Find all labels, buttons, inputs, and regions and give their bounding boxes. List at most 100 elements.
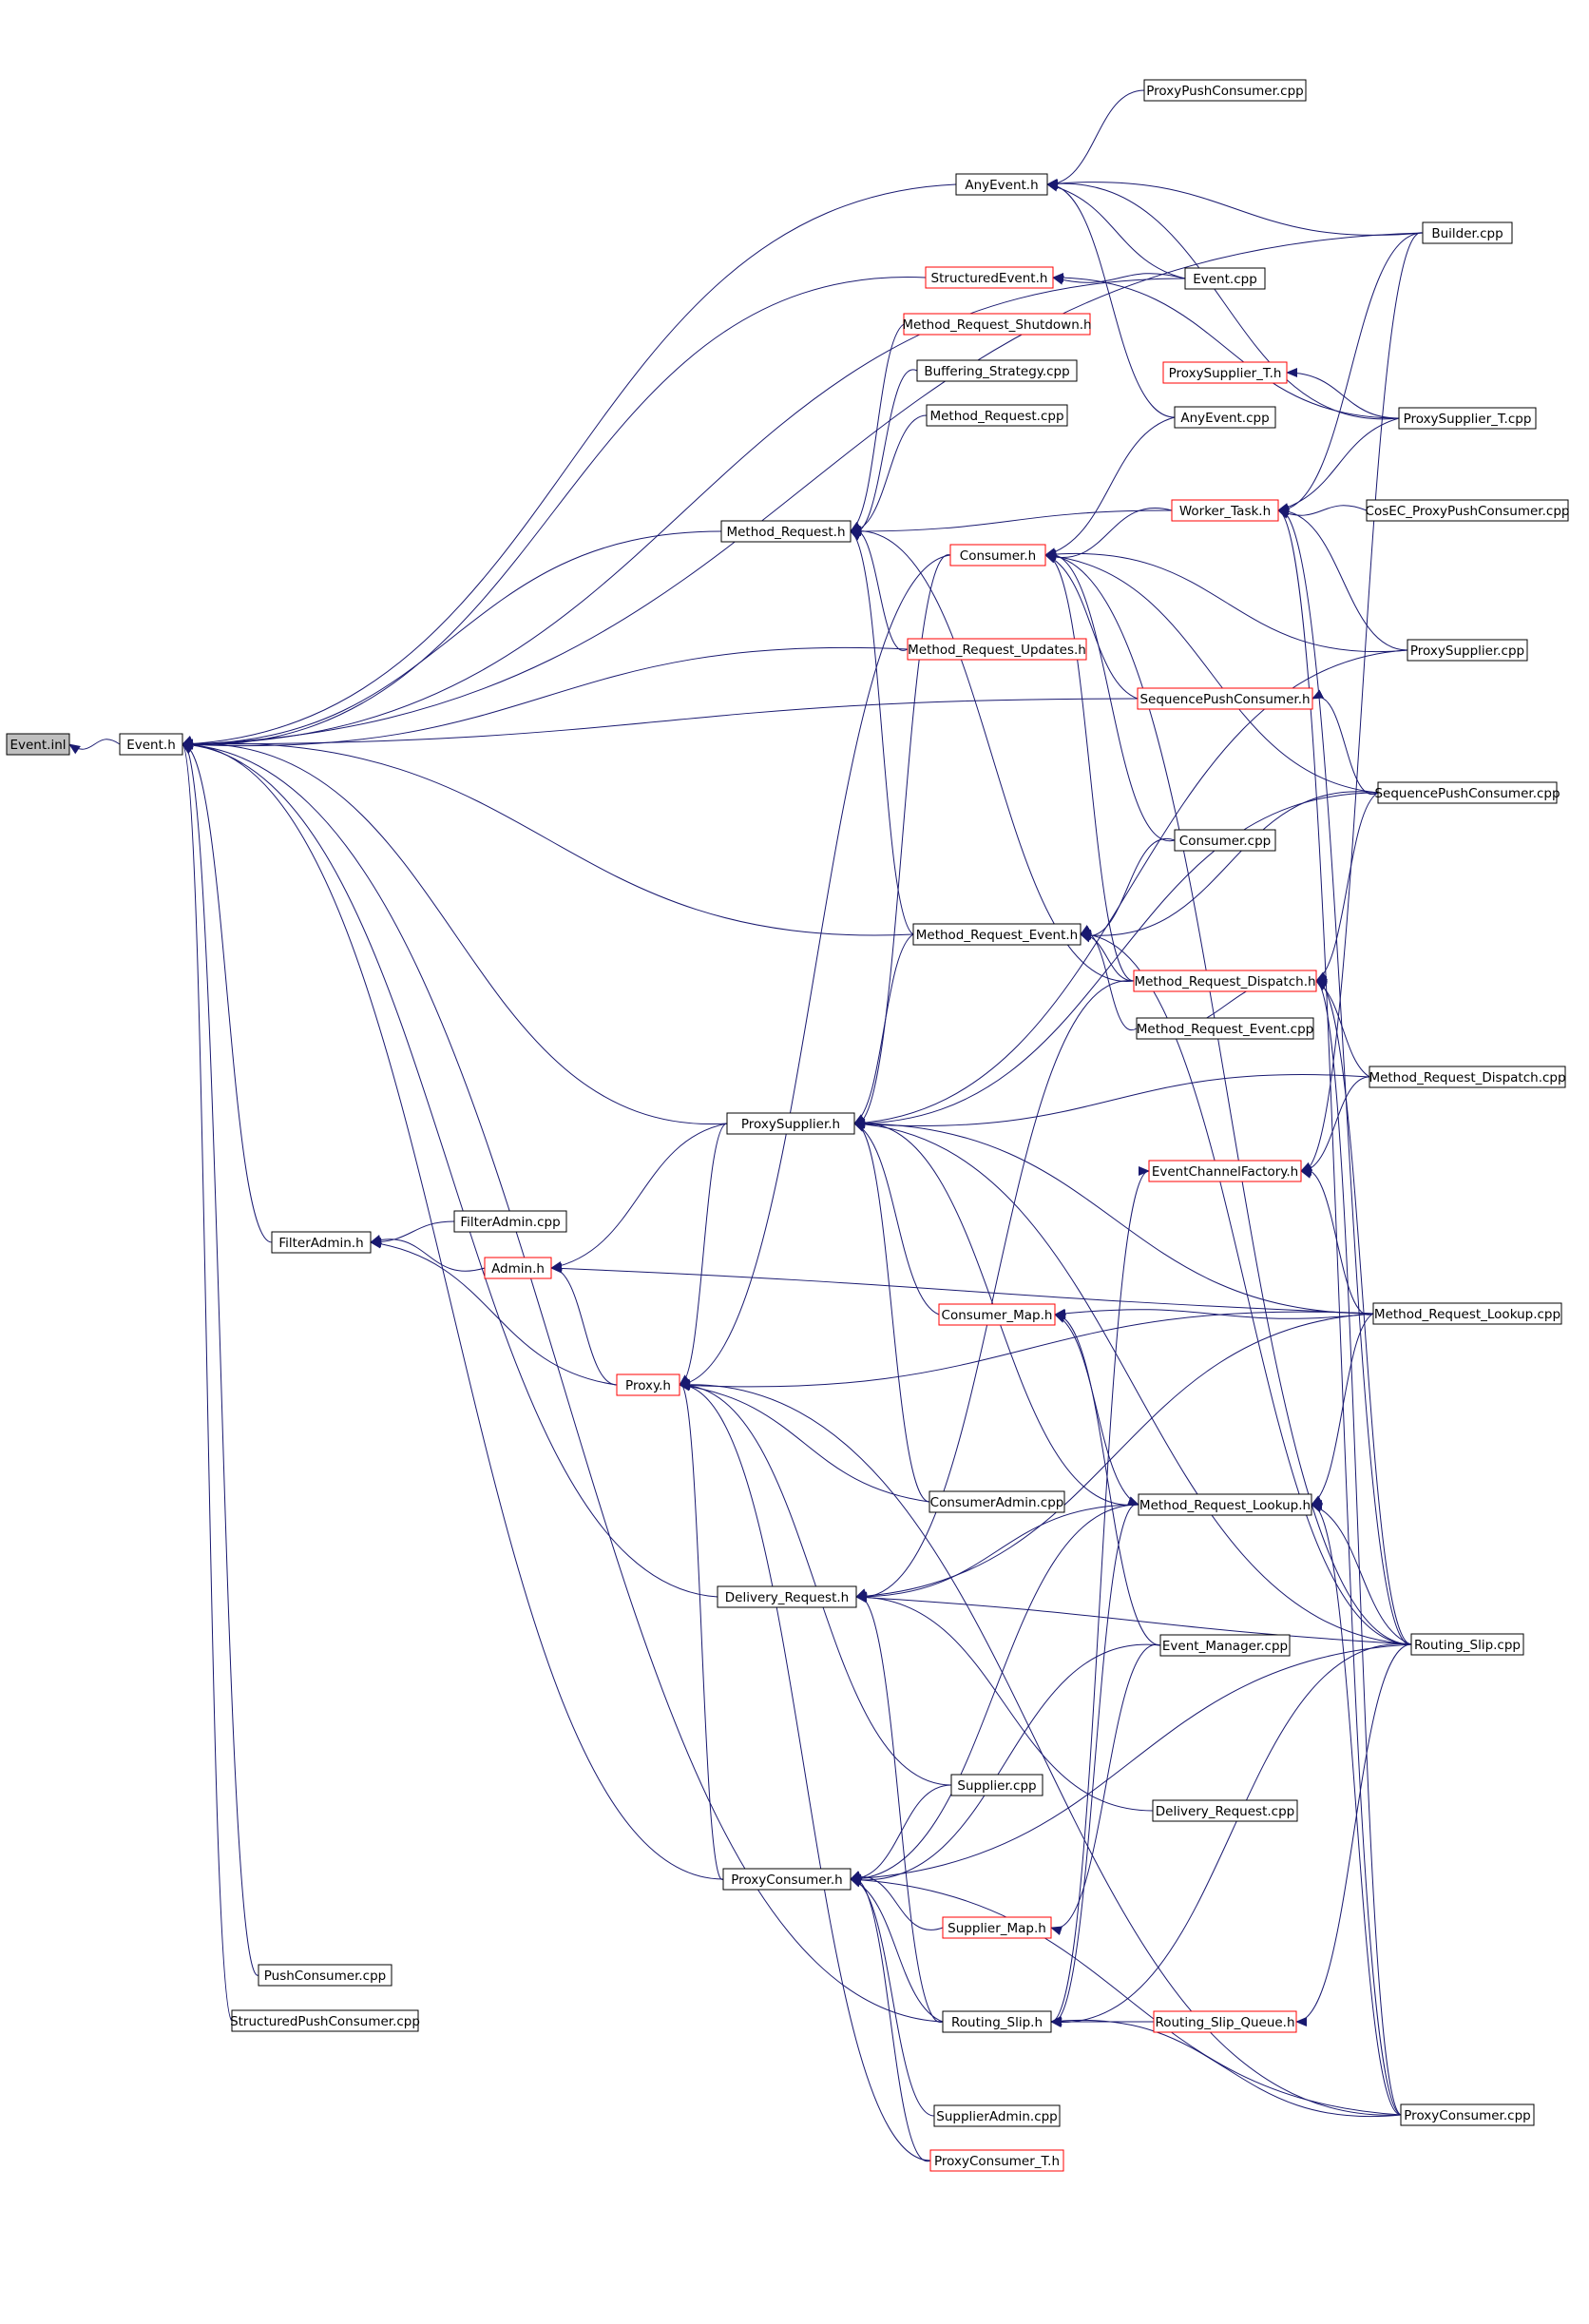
node-label: Delivery_Request.cpp (1156, 1804, 1294, 1819)
edge-proxysupplier_h-to-event_h (182, 739, 728, 1124)
edge-consumer_h-to-proxy_h (679, 554, 951, 1389)
node-method-request-updates-h[interactable]: Method_Request_Updates.h (907, 638, 1087, 661)
node-box (720, 520, 852, 543)
node-worker-task-h[interactable]: Worker_Task.h (1171, 499, 1279, 522)
node-box (453, 1210, 567, 1233)
node-label: ProxySupplier_T.cpp (1404, 412, 1532, 427)
node-supplier-cpp[interactable]: Supplier.cpp (950, 1774, 1043, 1796)
edge-method_request_dispatch_h-to-consumer_h (1044, 550, 1135, 982)
node-eventchannelfactory-h[interactable]: EventChannelFactory.h (1148, 1160, 1302, 1182)
node-method-request-event-cpp[interactable]: Method_Request_Event.cpp (1136, 1017, 1314, 1040)
node-label: Method_Request_Event.h (916, 928, 1079, 943)
node-method-request-event-h[interactable]: Method_Request_Event.h (912, 923, 1082, 946)
edge-filteradmin_h-to-event_h (182, 739, 273, 1243)
edge-structuredpushconsumer_cpp-to-event_h (182, 743, 233, 2022)
node-method-request-dispatch-h[interactable]: Method_Request_Dispatch.h (1133, 970, 1317, 992)
node-filteradmin-cpp[interactable]: FilterAdmin.cpp (453, 1210, 567, 1233)
node-consumeradmin-cpp[interactable]: ConsumerAdmin.cpp (929, 1490, 1065, 1513)
node-box (1162, 361, 1288, 384)
node-label: Consumer.cpp (1179, 834, 1271, 849)
node-label: PushConsumer.cpp (264, 1969, 387, 1984)
node-structuredpushconsumer-cpp[interactable]: StructuredPushConsumer.cpp (230, 2009, 420, 2032)
node-proxyconsumer-cpp[interactable]: ProxyConsumer.cpp (1400, 2103, 1535, 2126)
node-label: Supplier.cpp (957, 1778, 1036, 1794)
node-label: Event_Manager.cpp (1162, 1639, 1288, 1654)
node-proxyconsumer-h[interactable]: ProxyConsumer.h (722, 1868, 852, 1891)
node-method-request-dispatch-cpp[interactable]: Method_Request_Dispatch.cpp (1369, 1066, 1566, 1088)
node-builder-cpp[interactable]: Builder.cpp (1422, 221, 1513, 244)
node-box (1137, 687, 1313, 710)
node-cosec-proxypushconsumer-cpp[interactable]: CosEC_ProxyPushConsumer.cpp (1366, 499, 1570, 522)
node-event-manager-cpp[interactable]: Event_Manager.cpp (1159, 1634, 1291, 1657)
node-label: ProxySupplier.h (741, 1117, 840, 1132)
edge-method_request_dispatch_cpp-to-proxysupplier_h (853, 1074, 1370, 1129)
node-routing-slip-cpp[interactable]: Routing_Slip.cpp (1410, 1633, 1524, 1656)
nodes-layer: Event.inl Event.hFilterAdmin.hPushConsume… (6, 79, 1570, 2172)
edge-proxysupplier_h-to-proxy_h (679, 1123, 728, 1390)
node-box (1184, 267, 1266, 290)
node-consumer-cpp[interactable]: Consumer.cpp (1174, 829, 1276, 852)
node-buffering-strategy-cpp[interactable]: Buffering_Strategy.cpp (916, 359, 1078, 382)
node-proxysupplier-h[interactable]: ProxySupplier.h (726, 1112, 855, 1135)
edge-sequencepushconsumer_cpp-to-method_request_dispatch_h (1315, 792, 1379, 982)
node-label: ProxyConsumer.cpp (1404, 2108, 1530, 2123)
node-proxysupplier-t-h[interactable]: ProxySupplier_T.h (1162, 361, 1288, 384)
node-delivery-request-h[interactable]: Delivery_Request.h (717, 1585, 857, 1608)
node-label: FilterAdmin.h (278, 1236, 363, 1251)
node-box (119, 733, 183, 756)
node-routing-slip-queue-h[interactable]: Routing_Slip_Queue.h (1153, 2010, 1297, 2033)
node-proxy-h[interactable]: Proxy.h (616, 1373, 680, 1396)
edge-method_request_dispatch_h-to-delivery_request_h (855, 980, 1135, 1604)
node-label: Method_Request_Updates.h (908, 643, 1086, 658)
node-box (1369, 1066, 1566, 1088)
node-proxysupplier-cpp[interactable]: ProxySupplier.cpp (1407, 639, 1528, 662)
edge-routing_slip_cpp-to-delivery_request_h (855, 1592, 1412, 1645)
edge-pushconsumer_cpp-to-event_h (182, 736, 259, 1976)
node-supplier-map-h[interactable]: Supplier_Map.h (942, 1916, 1052, 1939)
node-box (949, 544, 1046, 567)
node-method-request-lookup-cpp[interactable]: Method_Request_Lookup.cpp (1372, 1302, 1562, 1325)
node-proxyconsumer-t-h[interactable]: ProxyConsumer_T.h (929, 2149, 1064, 2172)
node-box (1148, 1160, 1302, 1182)
node-filteradmin-h[interactable]: FilterAdmin.h (271, 1231, 372, 1254)
node-event-cpp[interactable]: Event.cpp (1184, 267, 1266, 290)
edge-consumeradmin_cpp-to-proxysupplier_h (853, 1119, 930, 1503)
node-event-inl[interactable]: Event.inl (6, 733, 70, 756)
node-anyevent-h[interactable]: AnyEvent.h (955, 173, 1048, 196)
node-routing-slip-h[interactable]: Routing_Slip.h (942, 2010, 1052, 2033)
edge-routing_slip_cpp-to-method_request_lookup_h (1311, 1503, 1412, 1645)
edge-supplier_cpp-to-proxyconsumer_h (850, 1784, 952, 1884)
node-supplieradmin-cpp[interactable]: SupplierAdmin.cpp (933, 2104, 1061, 2127)
edge-proxy_h-to-filteradmin_h (370, 1239, 618, 1386)
node-event-h[interactable]: Event.h (119, 733, 183, 756)
node-admin-h[interactable]: Admin.h (484, 1257, 552, 1279)
edge-routing_slip_h-to-event_h (182, 739, 944, 2023)
node-box (938, 1303, 1056, 1326)
edge-routing_slip_cpp-to-proxyconsumer_h (850, 1643, 1412, 1884)
edge-consumer_cpp-to-method_request_event_h (1080, 837, 1176, 943)
edge-routing_slip_cpp-to-proxysupplier_h (853, 1119, 1412, 1645)
node-method-request-shutdown-h[interactable]: Method_Request_Shutdown.h (902, 313, 1092, 336)
node-structuredevent-h[interactable]: StructuredEvent.h (925, 266, 1054, 289)
node-consumer-h[interactable]: Consumer.h (949, 544, 1046, 567)
node-anyevent-cpp[interactable]: AnyEvent.cpp (1174, 406, 1276, 429)
node-label: Routing_Slip.h (951, 2015, 1043, 2030)
node-method-request-cpp[interactable]: Method_Request.cpp (926, 404, 1068, 427)
edge-routing_slip_h-to-method_request_lookup_h (1050, 1496, 1139, 2023)
node-sequencepushconsumer-h[interactable]: SequencePushConsumer.h (1137, 687, 1313, 710)
node-sequencepushconsumer-cpp[interactable]: SequencePushConsumer.cpp (1374, 781, 1560, 804)
node-proxypushconsumer-cpp[interactable]: ProxyPushConsumer.cpp (1143, 79, 1307, 102)
node-pushconsumer-cpp[interactable]: PushConsumer.cpp (258, 1964, 392, 1987)
edge-consumeradmin_cpp-to-proxy_h (679, 1381, 930, 1503)
node-box (955, 173, 1048, 196)
node-method-request-lookup-h[interactable]: Method_Request_Lookup.h (1138, 1493, 1312, 1516)
node-consumer-map-h[interactable]: Consumer_Map.h (938, 1303, 1056, 1326)
node-method-request-h[interactable]: Method_Request.h (720, 520, 852, 543)
node-delivery-request-cpp[interactable]: Delivery_Request.cpp (1152, 1799, 1298, 1822)
node-label: Admin.h (491, 1261, 545, 1277)
node-box (903, 313, 1091, 336)
node-box (912, 923, 1082, 946)
node-box (933, 2104, 1061, 2127)
edge-structuredevent_h-to-event_h (182, 277, 927, 750)
node-proxysupplier-t-cpp[interactable]: ProxySupplier_T.cpp (1398, 407, 1537, 430)
